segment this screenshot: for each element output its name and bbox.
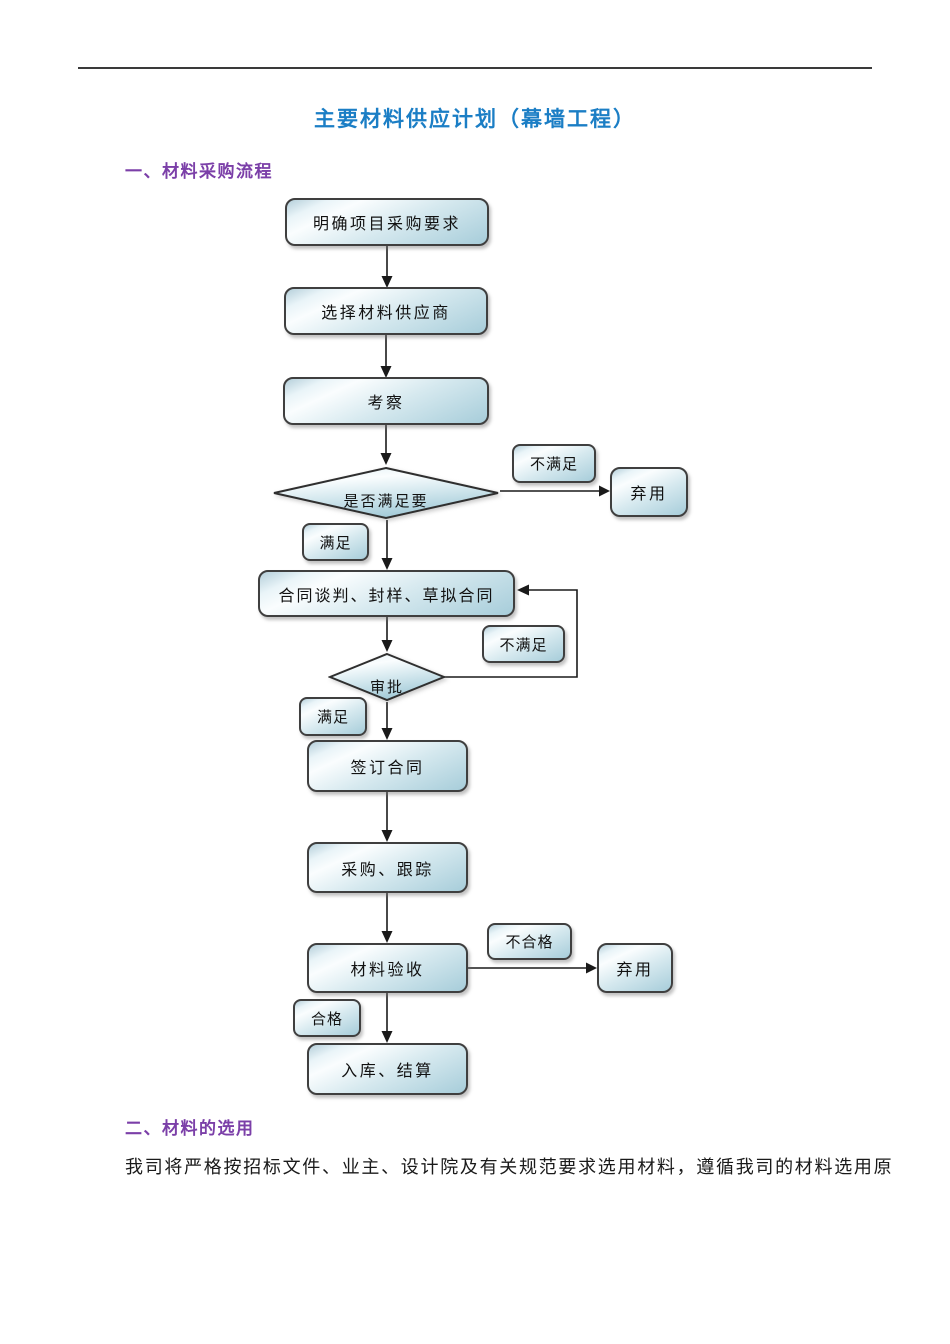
body-paragraph: 我司将严格按招标文件、业主、设计院及有关规范要求选用材料，遵循我司的材料选用原 (125, 1157, 894, 1177)
diamond-shape (328, 652, 446, 702)
node-label: 合格 (310, 1010, 343, 1028)
node-discard-1: 弃用 (610, 467, 688, 517)
edge-label-satisfied-2: 满足 (299, 697, 367, 736)
node-contract-negotiation: 合同谈判、封样、草拟合同 (258, 570, 515, 617)
node-label: 入库、结算 (341, 1063, 434, 1080)
node-label: 满足 (319, 534, 352, 552)
node-label: 采购、跟踪 (341, 861, 434, 879)
node-label: 满足 (316, 709, 349, 726)
arrowhead-d1-discard1 (599, 485, 610, 497)
node-label: 签订合同 (350, 760, 425, 777)
node-label: 弃用 (630, 486, 668, 503)
arrowhead-p3-d1 (380, 453, 392, 465)
arrowhead-d1-p4 (381, 558, 393, 570)
node-select-material-supplier: 选择材料供应商 (284, 287, 488, 335)
edge-label-unqualified: 不合格 (487, 923, 572, 960)
arrowhead-d2-p5 (381, 728, 393, 740)
node-discard-2: 弃用 (597, 943, 673, 993)
diamond-shape (273, 466, 499, 520)
node-label: 是否满足要 (343, 492, 429, 510)
section-heading-material-selection: 二、材料的选用 (125, 1119, 255, 1138)
node-label: 弃用 (616, 962, 654, 979)
arrowhead-p6-p7 (381, 931, 393, 943)
node-label: 材料验收 (350, 962, 425, 979)
arrowhead-d2-loop-p4 (517, 584, 529, 596)
section-heading-procurement-process: 一、材料采购流程 (125, 162, 273, 181)
arrowhead-p5-p6 (381, 830, 393, 842)
node-label: 明确项目采购要求 (312, 216, 461, 233)
node-label: 不满足 (529, 456, 578, 473)
arrowhead-p7-p8 (381, 1031, 393, 1043)
node-label: 考察 (367, 395, 405, 412)
node-inspection: 考察 (283, 377, 489, 425)
node-label: 选择材料供应商 (321, 305, 451, 322)
node-warehouse-settlement: 入库、结算 (307, 1043, 468, 1095)
edge-label-unsatisfied-2: 不满足 (482, 625, 565, 663)
node-decision-approval: 审批 (328, 652, 446, 702)
node-label: 审批 (369, 678, 404, 696)
node-label: 不满足 (499, 636, 548, 654)
node-sign-contract: 签订合同 (307, 740, 468, 792)
node-label: 不合格 (505, 934, 554, 951)
node-label: 合同谈判、封样、草拟合同 (278, 587, 495, 605)
node-material-acceptance: 材料验收 (307, 943, 468, 993)
edge-label-qualified: 合格 (293, 999, 361, 1037)
header-rule (78, 67, 872, 69)
edge-label-unsatisfied-1: 不满足 (512, 444, 596, 483)
node-clarify-procurement-requirements: 明确项目采购要求 (285, 198, 489, 246)
node-decision-meets-requirements: 是否满足要 (272, 466, 500, 520)
arrowhead-p7-discard2 (586, 962, 597, 974)
arrowhead-p4-d2 (381, 640, 393, 652)
page-title: 主要材料供应计划（幕墙工程） (314, 108, 636, 131)
edge-label-satisfied-1: 满足 (302, 523, 369, 561)
node-purchase-tracking: 采购、跟踪 (307, 842, 468, 893)
